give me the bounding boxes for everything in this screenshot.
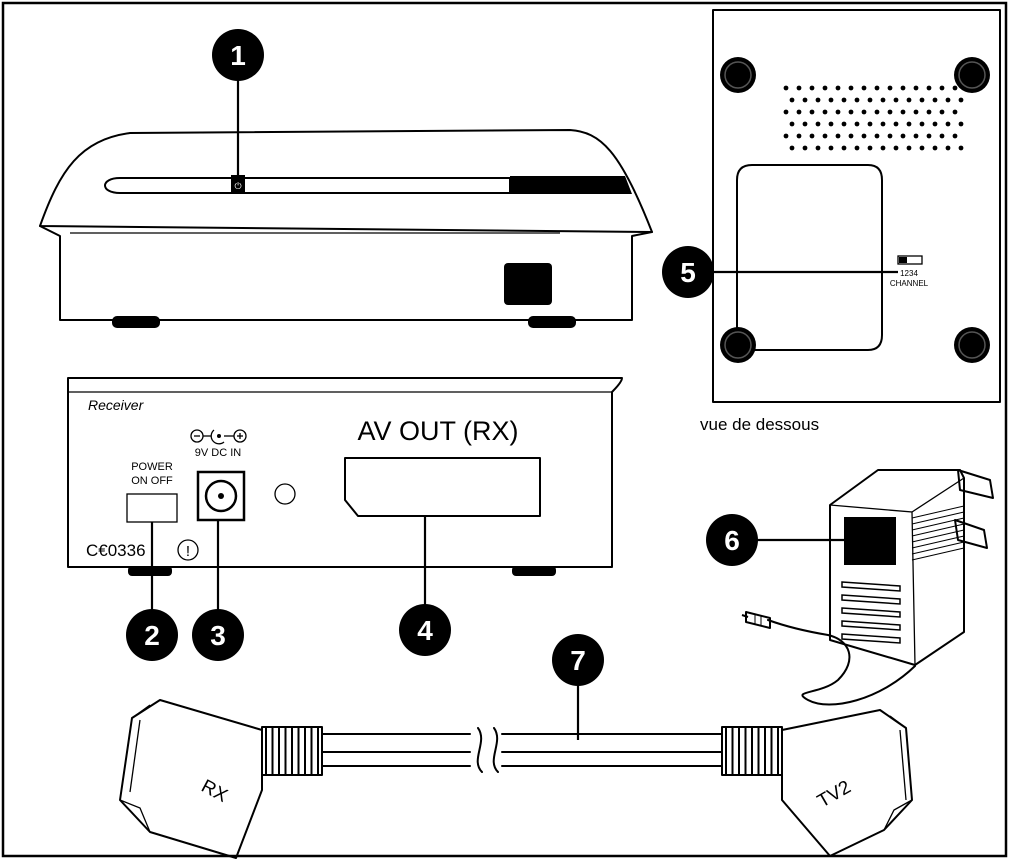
leader-lines [150, 80, 898, 740]
on-off-label: ON OFF [131, 475, 173, 487]
svg-text:4: 4 [417, 615, 433, 646]
svg-text:7: 7 [570, 645, 586, 676]
callout-4: 4 [399, 604, 451, 656]
svg-text:1: 1 [230, 40, 246, 71]
svg-text:5: 5 [680, 257, 696, 288]
callout-7: 7 [552, 634, 604, 686]
av-out-label: AV OUT (RX) [357, 416, 518, 446]
dc-polarity-icon [190, 429, 247, 445]
alert-icon [177, 539, 199, 561]
foot [128, 566, 172, 576]
power-symbol-icon: ⏻ [234, 181, 241, 191]
receiver-bottom-view: 1234 CHANNEL [712, 9, 1001, 403]
callout-5: 5 [662, 246, 714, 298]
svg-text:2: 2 [144, 620, 160, 651]
ir-sensor-window [504, 263, 552, 305]
vue-de-dessous-label: vue de dessous [700, 415, 819, 434]
ce-mark-label: C€0336 [86, 541, 146, 560]
callout-1: 1 [212, 29, 264, 81]
svg-text:6: 6 [724, 525, 740, 556]
receiver-rear-view: Receiver POWER ON OFF 9V DC IN AV OUT (R… [67, 377, 623, 576]
channel-numbers: 1234 [900, 269, 918, 278]
foot [112, 316, 160, 328]
vent-grid [783, 85, 964, 151]
foot [528, 316, 576, 328]
callout-3: 3 [192, 609, 244, 661]
callout-6: 6 [706, 514, 758, 566]
rear-indicator-hole [274, 483, 296, 505]
scart-av-out-port[interactable] [344, 457, 541, 517]
front-dark-stripe [510, 176, 632, 194]
channel-label: CHANNEL [890, 279, 929, 288]
power-label: POWER [131, 461, 173, 473]
scart-plug-tv2[interactable] [781, 709, 913, 857]
power-led [231, 175, 245, 193]
callout-2: 2 [126, 609, 178, 661]
receiver-label: Receiver [88, 397, 145, 413]
foot [512, 566, 556, 576]
rubber-foot [720, 57, 990, 363]
dc-in-label: 9V DC IN [195, 447, 242, 459]
alert-symbol: ! [186, 543, 190, 560]
receiver-front-view: ⏻ [39, 129, 653, 328]
svg-text:3: 3 [210, 620, 226, 651]
channel-switch[interactable] [897, 255, 923, 265]
scart-plug-rx[interactable] [119, 699, 263, 859]
